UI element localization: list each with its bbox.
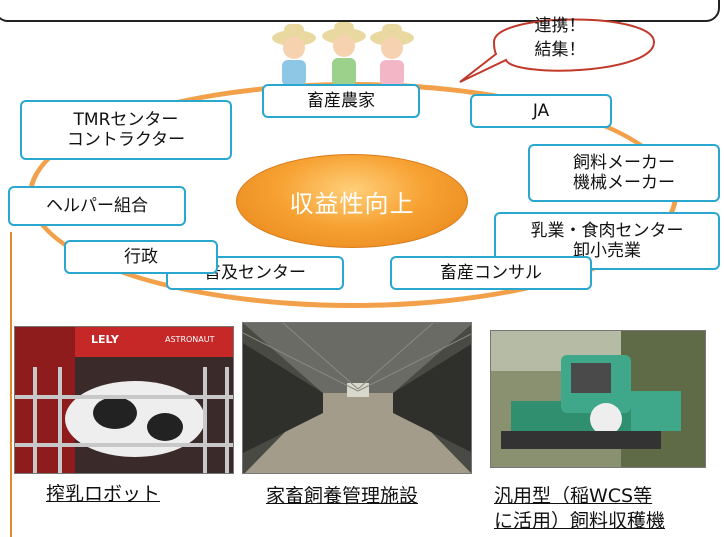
center-goal: 収益性向上: [236, 154, 468, 248]
robot-image: [15, 327, 233, 473]
robot-model: ASTRONAUT: [165, 335, 215, 344]
node-feed-maker: 飼料メーカー 機械メーカー: [528, 144, 720, 202]
farmers-illustration: [272, 22, 414, 86]
robot-brand: LELY: [91, 333, 119, 346]
photo-forage-harvester: [490, 330, 706, 468]
node-ja: JA: [470, 94, 612, 128]
node-admin: 行政: [64, 240, 218, 274]
farmer-1: [272, 24, 316, 86]
harvester-image: [491, 331, 705, 467]
bubble-text: 連携！ 結集！: [534, 16, 586, 60]
caption-livestock-facility: 家畜飼養管理施設: [266, 485, 419, 507]
photo-livestock-facility: [242, 322, 472, 474]
top-frame: [0, 0, 720, 22]
barn-image: [243, 323, 471, 473]
side-border: [0, 232, 12, 537]
caption-forage-harvester: 汎用型（稲WCS等 に活用）飼料収穫機: [494, 485, 666, 532]
farmer-2: [322, 22, 366, 86]
caption-milking-robot: 搾乳ロボット: [46, 483, 161, 505]
farmer-3: [370, 24, 414, 86]
speech-bubble: [459, 18, 656, 83]
photo-milking-robot: LELY ASTRONAUT: [14, 326, 234, 474]
node-consultant: 畜産コンサル: [390, 256, 592, 290]
node-farmers: 畜産農家: [262, 84, 420, 118]
node-helper: ヘルパー組合: [8, 186, 186, 226]
node-tmr: TMRセンター コントラクター: [20, 100, 232, 160]
